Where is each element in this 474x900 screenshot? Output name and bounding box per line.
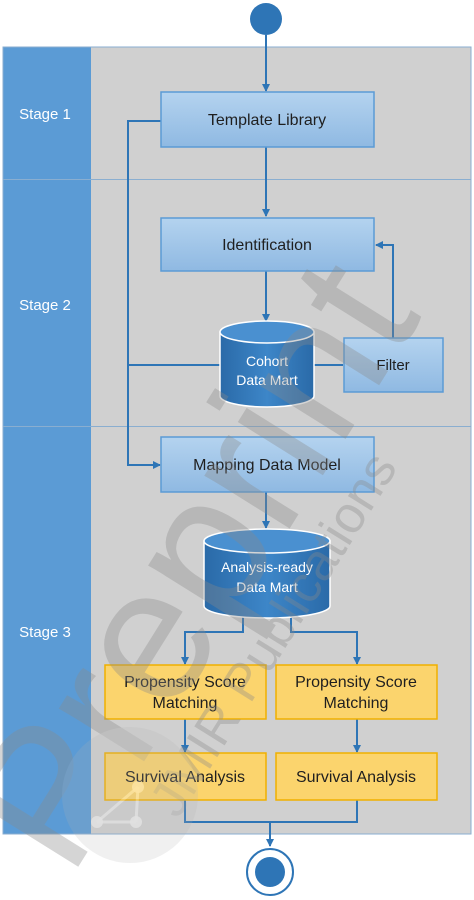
arrow-analysis-to-psm-right (290, 612, 361, 665)
lane-label-stage-2 (3, 180, 91, 426)
start-node (250, 3, 282, 35)
analysis-label-line-2: Data Mart (236, 579, 298, 595)
template-library-label: Template Library (208, 112, 326, 129)
survival-right-box: Survival Analysis (275, 752, 438, 801)
lane-label-stage-3 (3, 427, 91, 834)
psm-left-box: Propensity Score Matching (104, 664, 267, 720)
arrow-template-bypass-to-mapping (127, 120, 161, 469)
psm-left-label-line-1: Propensity Score (124, 674, 246, 691)
survival-left-box: Survival Analysis (104, 752, 267, 801)
analysis-ready-data-mart-cylinder: Analysis-ready Data Mart (203, 528, 331, 619)
lane-title-stage-2: Stage 2 (19, 297, 71, 314)
cohort-label-line-2: Data Mart (236, 372, 298, 388)
filter-label: Filter (376, 357, 409, 374)
lane-label-stage-1 (3, 47, 91, 179)
connectors (127, 35, 394, 847)
psm-right-label-line-2: Matching (324, 695, 389, 712)
arrow-analysis-to-psm-left (181, 612, 244, 665)
analysis-label-line-1: Analysis-ready (221, 559, 313, 575)
lane-title-stage-1: Stage 1 (19, 106, 71, 123)
filter-box: Filter (343, 337, 444, 393)
end-node (246, 848, 294, 896)
template-library-box: Template Library (160, 91, 375, 148)
arrow-filter-to-identification (375, 241, 394, 338)
psm-left-label-line-2: Matching (153, 695, 218, 712)
psm-right-box: Propensity Score Matching (275, 664, 438, 720)
mapping-data-model-box: Mapping Data Model (160, 436, 375, 493)
watermark-logo (62, 727, 198, 863)
identification-label: Identification (222, 237, 312, 254)
mapping-data-model-label: Mapping Data Model (193, 457, 341, 474)
survival-left-label: Survival Analysis (125, 769, 245, 786)
survival-right-label: Survival Analysis (296, 769, 416, 786)
lane-title-stage-3: Stage 3 (19, 624, 71, 641)
cohort-data-mart-cylinder: Cohort Data Mart (219, 320, 315, 408)
identification-box: Identification (160, 217, 375, 272)
cohort-label-line-1: Cohort (246, 353, 288, 369)
psm-right-label-line-1: Propensity Score (295, 674, 417, 691)
